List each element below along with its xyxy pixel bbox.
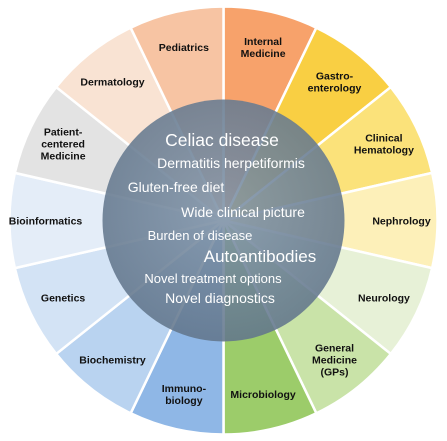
center-topic-disc [102, 99, 345, 342]
segment-label-line: Biochemistry [79, 355, 146, 367]
center-topic-autoantibodies: Autoantibodies [204, 247, 316, 266]
segment-label-line: Medicine [41, 150, 86, 162]
segment-label-line: Immuno- [162, 383, 207, 395]
center-topic-novel-diagnostics: Novel diagnostics [165, 290, 275, 306]
segment-label-line: Internal [244, 36, 282, 48]
segment-label-line: centered [41, 138, 85, 150]
segment-label-line: Microbiology [230, 389, 295, 401]
center-topic-dermatitis-herpetiformis: Dermatitis herpetiformis [157, 155, 305, 171]
segment-label-line: Hematology [354, 144, 414, 156]
segment-label-genetics: Genetics [41, 293, 86, 305]
segment-label-dermatology: Dermatology [80, 76, 144, 88]
segment-label-microbiology: Microbiology [230, 389, 295, 401]
segment-label-line: Neurology [358, 293, 410, 305]
segment-label-biochemistry: Biochemistry [79, 355, 146, 367]
segment-label-gastro-enterology: Gastro-enterology [308, 70, 362, 94]
segment-label-line: Bioinformatics [9, 216, 83, 228]
segment-label-line: Dermatology [80, 76, 144, 88]
segment-label-immuno-biology: Immuno-biology [162, 383, 207, 407]
segment-label-line: enterology [308, 82, 362, 94]
segment-label-line: Nephrology [372, 216, 430, 228]
center-topic-gluten-free-diet: Gluten-free diet [128, 179, 225, 195]
segment-label-line: Patient- [44, 126, 83, 138]
segment-label-line: (GPs) [320, 367, 348, 379]
segment-label-nephrology: Nephrology [372, 216, 430, 228]
segment-label-line: General [315, 343, 354, 355]
segment-label-bioinformatics: Bioinformatics [9, 216, 83, 228]
segment-label-line: Clinical [365, 132, 402, 144]
center-topic-burden-of-disease: Burden of disease [148, 228, 253, 243]
segment-label-line: Medicine [312, 355, 357, 367]
center-topics: Celiac disease Dermatitis herpetiformis … [128, 130, 316, 306]
segment-label-line: biology [165, 395, 202, 407]
segment-label-line: Genetics [41, 293, 86, 305]
segment-label-line: Medicine [241, 48, 286, 60]
center-topic-celiac-disease: Celiac disease [165, 130, 279, 150]
segment-label-neurology: Neurology [358, 293, 410, 305]
center-topic-wide-clinical-picture: Wide clinical picture [181, 204, 305, 220]
segment-label-line: Pediatrics [159, 42, 209, 54]
center-topic-novel-treatment-options: Novel treatment options [144, 271, 282, 286]
segment-label-line: Gastro- [316, 70, 354, 82]
segment-label-pediatrics: Pediatrics [159, 42, 209, 54]
